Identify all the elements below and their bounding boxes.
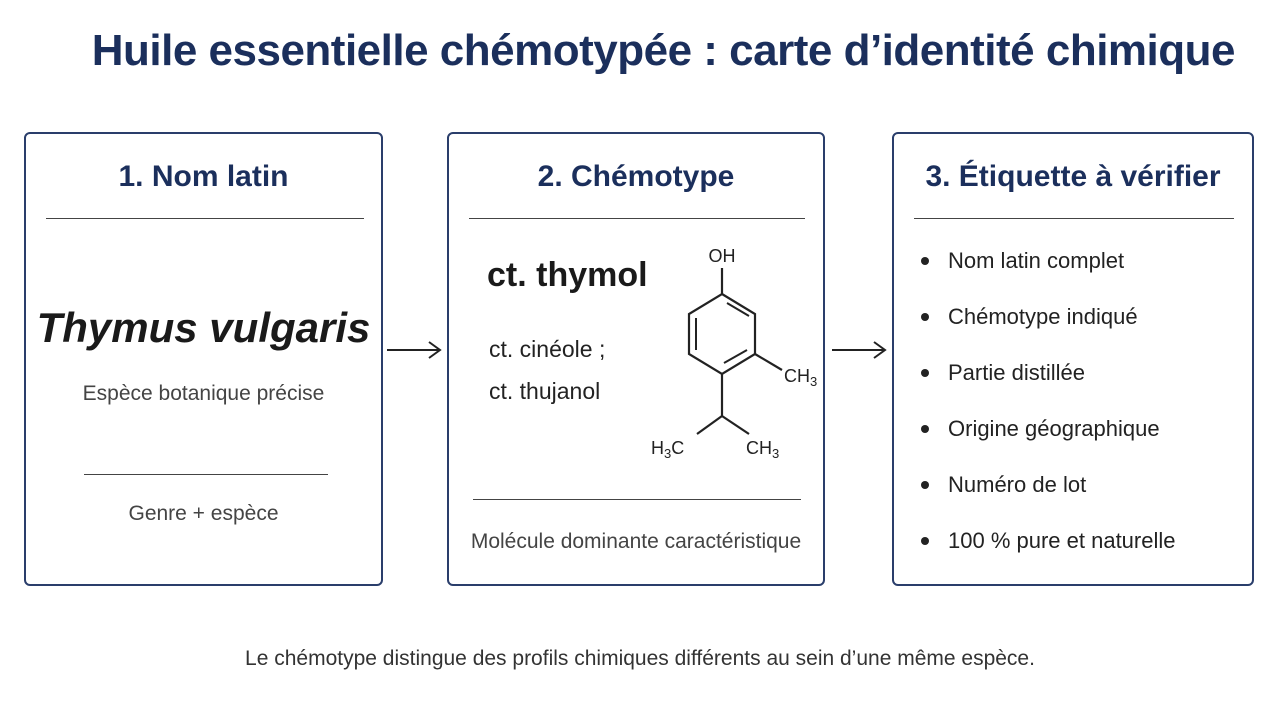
footer-caption: Le chémotype distingue des profils chimi… [245,647,1035,670]
card-chemotype-heading: 2. Chémotype [537,160,735,193]
thymol-molecule-diagram: OH CH3 H3C CH3 [651,246,817,461]
list-item: Origine géographique [916,412,1176,468]
bullet-icon [921,369,929,377]
card-label-checklist-heading: 3. Étiquette à vérifier [925,160,1221,193]
list-item: Numéro de lot [916,468,1176,524]
bullet-icon [921,537,929,545]
list-item: Nom latin complet [916,244,1176,300]
alt-chemotype: ct. cinéole ; [489,336,606,362]
divider [84,474,328,475]
molecule-label-ch3-2: CH3 [746,438,779,461]
alt-chemotype: ct. thujanol [489,378,601,404]
divider [914,218,1234,219]
molecule-label-ch3: CH3 [784,366,817,389]
card-chemotype-footnote: Molécule dominante caractéristique [470,530,802,553]
bullet-icon [921,425,929,433]
card-chemotype: 2. Chémotype ct. thymol ct. cinéole ; ct… [447,132,825,586]
bullet-icon [921,313,929,321]
main-chemotype: ct. thymol [487,256,648,294]
card-label-checklist: 3. Étiquette à vérifier Nom latin comple… [892,132,1254,586]
card-latin-name: 1. Nom latin Thymus vulgaris Espèce bota… [24,132,383,586]
bullet-icon [921,257,929,265]
molecule-label-h3c: H3C [651,438,684,461]
divider [473,499,801,500]
card-latin-name-heading: 1. Nom latin [118,160,289,193]
card-latin-name-footnote: Genre + espèce [128,502,279,525]
bullet-icon [921,481,929,489]
divider [469,218,805,219]
species-caption: Espèce botanique précise [82,382,325,405]
divider [46,218,364,219]
page-title: Huile essentielle chémotypée : carte d’i… [91,26,1236,75]
label-checklist: Nom latin complet Chémotype indiqué Part… [916,244,1176,580]
species-name: Thymus vulgaris [36,304,371,351]
list-item: Partie distillée [916,356,1176,412]
list-item: 100 % pure et naturelle [916,524,1176,580]
list-item: Chémotype indiqué [916,300,1176,356]
arrow-right-icon [832,341,887,359]
molecule-label-oh: OH [709,246,736,266]
arrow-right-icon [387,341,442,359]
